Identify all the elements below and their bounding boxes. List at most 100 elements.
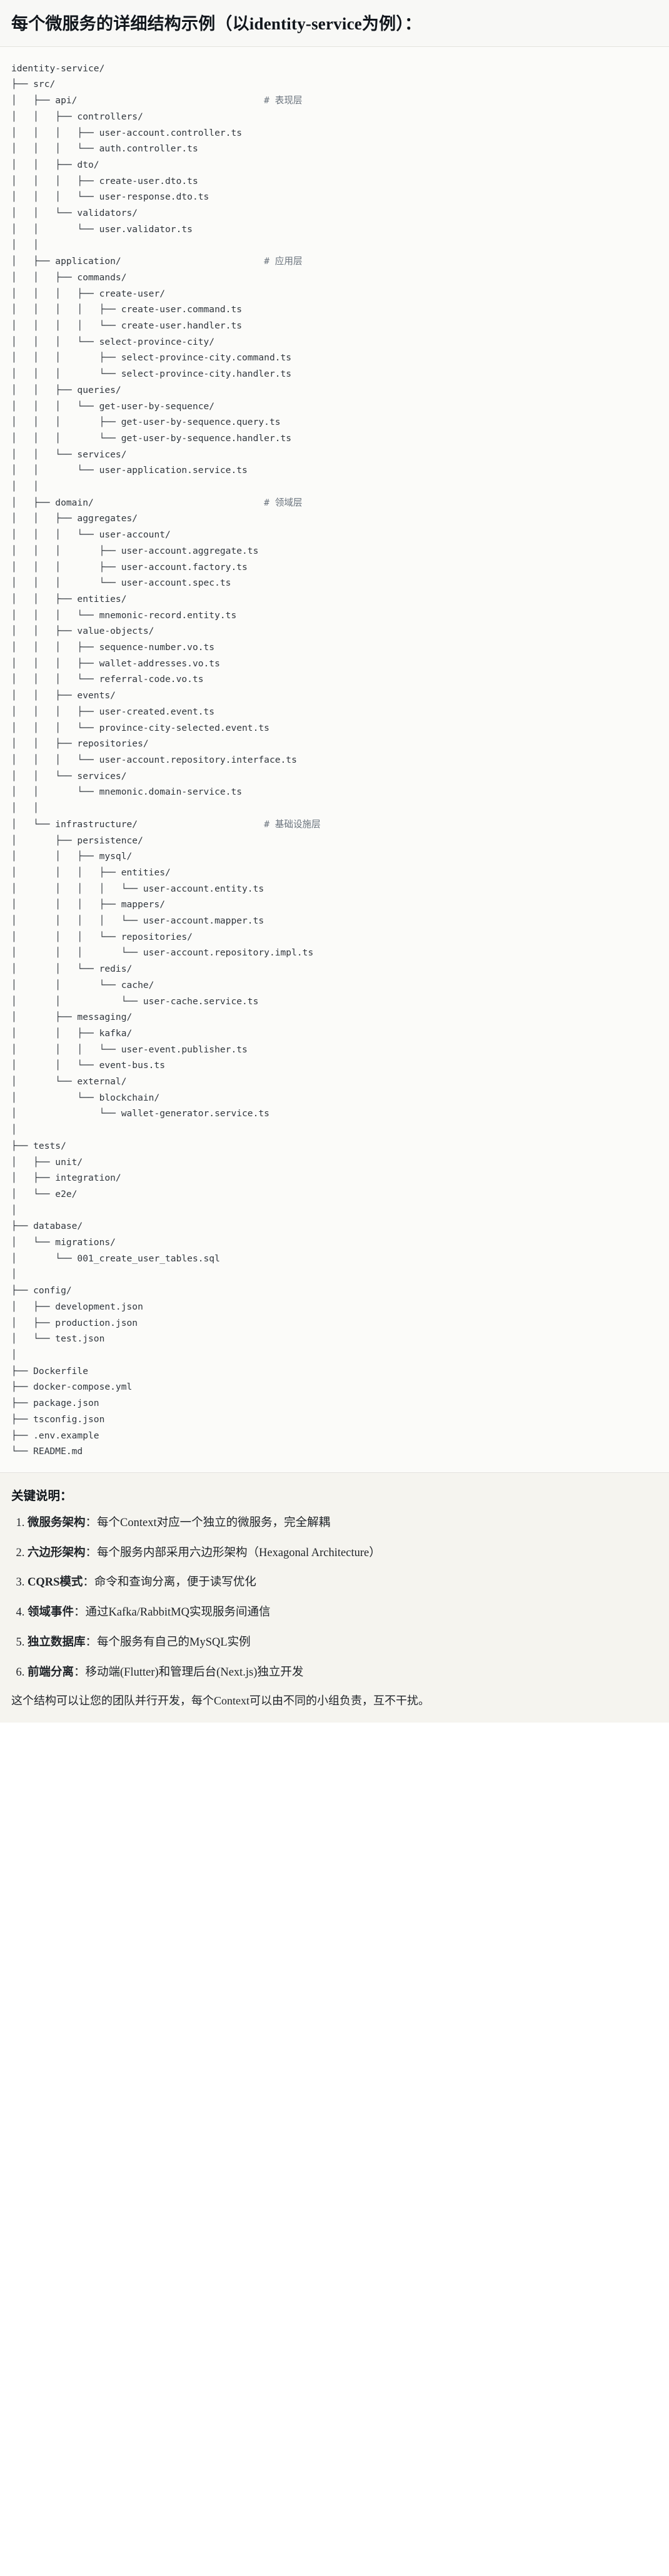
tree-node-label: ├── config/ <box>11 1285 72 1296</box>
tree-node-label: │ │ <box>11 240 39 251</box>
tree-line: ├── .env.example <box>11 1428 658 1444</box>
tree-node-label: │ ├── messaging/ <box>11 1012 133 1023</box>
directory-tree: identity-service/ ├── src/ │ ├── api/ # … <box>11 61 658 1460</box>
tree-line: │ └── migrations/ <box>11 1235 658 1251</box>
tree-node-label: ├── .env.example <box>11 1430 99 1441</box>
tree-node-label: │ │ └── mnemonic.domain-service.ts <box>11 787 243 798</box>
tree-node-label: │ │ │ ├── user-account.aggregate.ts <box>11 545 259 556</box>
tree-node-label: │ │ └── validators/ <box>11 208 138 219</box>
tree-line: │ ├── domain/ # 领域层 <box>11 495 658 511</box>
tree-node-label: │ │ │ ├── select-province-city.command.t… <box>11 352 292 364</box>
tree-node-label: │ │ │ └── mnemonic-record.entity.ts <box>11 609 237 621</box>
tree-node-label: │ │ │ └── repositories/ <box>11 931 193 942</box>
tree-node-label: │ │ │ ├── get-user-by-sequence.query.ts <box>11 417 281 428</box>
tree-node-label: │ │ ├── value-objects/ <box>11 626 154 637</box>
tree-line: │ ├── api/ # 表现层 <box>11 93 658 109</box>
tree-node-label: │ │ │ │ ├── create-user.command.ts <box>11 304 243 315</box>
directory-tree-block: identity-service/ ├── src/ │ ├── api/ # … <box>0 46 669 1473</box>
tree-line: │ │ │ └── mnemonic-record.entity.ts <box>11 608 658 624</box>
tree-node-label: ├── tsconfig.json <box>11 1413 105 1425</box>
tree-node-label: │ <box>11 1350 17 1360</box>
tree-line: │ │ ├── dto/ <box>11 157 658 173</box>
tree-line: │ ├── messaging/ <box>11 1009 658 1026</box>
tree-line: │ │ └── event-bus.ts <box>11 1057 658 1074</box>
key-note-item: 前端分离：移动端(Flutter)和管理后台(Next.js)独立开发 <box>28 1664 658 1682</box>
tree-node-label: │ │ │ ├── entities/ <box>11 867 171 878</box>
tree-line: │ │ │ │ └── user-account.mapper.ts <box>11 913 658 929</box>
page-title: 每个微服务的详细结构示例（以identity-service为例）： <box>11 14 422 33</box>
tree-node-label: │ <box>11 1124 17 1136</box>
tree-line: │ └── test.json <box>11 1331 658 1347</box>
tree-line: │ <box>11 1203 658 1219</box>
tree-line: │ │ └── user-application.service.ts <box>11 462 658 479</box>
tree-line: │ │ ├── aggregates/ <box>11 511 658 527</box>
tree-node-label: │ └── 001_create_user_tables.sql <box>11 1253 220 1264</box>
tree-line: │ │ │ │ └── user-account.entity.ts <box>11 881 658 897</box>
tree-line: │ │ │ └── province-city-selected.event.t… <box>11 720 658 736</box>
tree-comment-gap <box>94 497 264 508</box>
tree-layer-comment: # 表现层 <box>264 95 303 106</box>
tree-line: │ │ │ ├── user-account.aggregate.ts <box>11 543 658 559</box>
tree-node-label: │ │ ├── queries/ <box>11 384 121 395</box>
tree-node-label: │ │ │ └── auth.controller.ts <box>11 143 198 155</box>
tree-line: │ │ │ ├── sequence-number.vo.ts <box>11 639 658 656</box>
tree-node-label: │ └── test.json <box>11 1333 105 1345</box>
tree-node-label: ├── src/ <box>11 79 56 90</box>
tree-layer-comment: # 基础设施层 <box>264 818 321 830</box>
tree-node-label: │ │ ├── commands/ <box>11 272 127 283</box>
tree-node-label: │ │ ├── aggregates/ <box>11 513 138 524</box>
tree-layer-comment: # 领域层 <box>264 497 303 508</box>
key-note-body: ：命令和查询分离，便于读写优化 <box>83 1576 256 1589</box>
key-note-item: 领域事件：通过Kafka/RabbitMQ实现服务间通信 <box>28 1604 658 1622</box>
document-page: 每个微服务的详细结构示例（以identity-service为例）： ident… <box>0 0 669 1723</box>
tree-node-label: │ │ └── user-application.service.ts <box>11 465 248 476</box>
tree-line: │ │ │ └── repositories/ <box>11 929 658 945</box>
tree-line: ├── docker-compose.yml <box>11 1379 658 1395</box>
tree-node-label: │ ├── api/ <box>11 95 78 106</box>
tree-line: │ ├── persistence/ <box>11 833 658 849</box>
tree-line: │ │ │ ├── mappers/ <box>11 897 658 913</box>
tree-line: │ ├── development.json <box>11 1299 658 1315</box>
tree-line: │ │ │ └── user-response.dto.ts <box>11 189 658 205</box>
tree-node-label: │ │ ├── dto/ <box>11 159 99 170</box>
tree-line: │ │ └── services/ <box>11 768 658 785</box>
key-note-body: ：通过Kafka/RabbitMQ实现服务间通信 <box>74 1606 271 1619</box>
tree-node-label: │ │ └── event-bus.ts <box>11 1060 166 1071</box>
tree-node-label: │ │ │ └── user-account.spec.ts <box>11 578 231 589</box>
tree-line: │ │ │ └── referral-code.vo.ts <box>11 671 658 688</box>
tree-line: ├── database/ <box>11 1218 658 1235</box>
tree-node-label: │ │ │ └── get-user-by-sequence.handler.t… <box>11 432 292 444</box>
tree-node-label: ├── docker-compose.yml <box>11 1382 133 1393</box>
tree-line: │ │ └── redis/ <box>11 961 658 977</box>
tree-line: ├── package.json <box>11 1395 658 1412</box>
key-note-body: ：每个服务内部采用六边形架构（Hexagonal Architecture） <box>85 1546 381 1559</box>
tree-line: ├── Dockerfile <box>11 1363 658 1380</box>
tree-line: │ │ │ ├── user-account.controller.ts <box>11 125 658 141</box>
tree-node-label: │ │ │ ├── sequence-number.vo.ts <box>11 642 215 653</box>
tree-node-label: ├── package.json <box>11 1398 99 1409</box>
key-note-lead: CQRS模式 <box>28 1576 83 1589</box>
tree-line: │ │ ├── repositories/ <box>11 736 658 752</box>
tree-line: │ │ <box>11 800 658 817</box>
tree-line: │ │ ├── commands/ <box>11 270 658 286</box>
tree-node-label: │ │ ├── controllers/ <box>11 111 143 122</box>
tree-node-label: │ └── migrations/ <box>11 1237 116 1248</box>
tree-node-label: │ <box>11 1204 17 1216</box>
key-note-lead: 独立数据库 <box>28 1636 86 1649</box>
key-note-item: 独立数据库：每个服务有自己的MySQL实例 <box>28 1634 658 1652</box>
tree-line: ├── tests/ <box>11 1138 658 1154</box>
tree-node-label: identity-service/ <box>11 63 105 74</box>
tree-line: │ │ ├── controllers/ <box>11 109 658 125</box>
tree-node-label: │ ├── unit/ <box>11 1156 83 1168</box>
tree-node-label: │ │ └── user.validator.ts <box>11 223 193 235</box>
tree-node-label: │ └── external/ <box>11 1076 127 1087</box>
tree-line: ├── src/ <box>11 76 658 93</box>
tree-node-label: ├── database/ <box>11 1221 83 1232</box>
key-note-lead: 微服务架构 <box>28 1516 86 1529</box>
tree-line: │ │ │ ├── select-province-city.command.t… <box>11 350 658 366</box>
tree-line: │ │ │ ├── create-user/ <box>11 286 658 302</box>
tree-node-label: │ │ │ ├── create-user.dto.ts <box>11 175 198 186</box>
tree-line: │ │ │ └── user-account.spec.ts <box>11 575 658 591</box>
tree-line: │ │ └── validators/ <box>11 205 658 221</box>
tree-node-label: │ └── infrastructure/ <box>11 818 138 830</box>
